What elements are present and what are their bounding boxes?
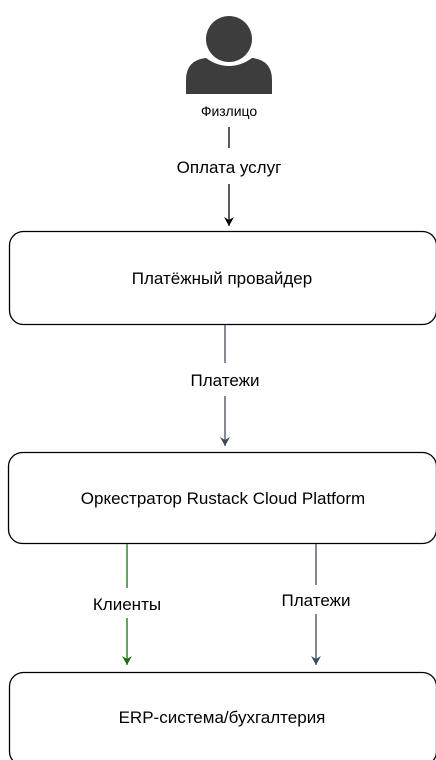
- node-orchestrator: [7, 451, 436, 545]
- edge-label-clients: Клиенты: [93, 595, 161, 614]
- node-label-erp: ERP-система/бухгалтерия: [119, 708, 326, 727]
- node-label-orchestrator: Оркестратор Rustack Cloud Platform: [81, 489, 365, 508]
- edge-label-payments-2: Платежи: [282, 591, 351, 610]
- edge-label-payments-1: Платежи: [191, 371, 260, 390]
- person-label: Физлицо: [201, 103, 258, 119]
- edge-label-payment-for-services: Оплата услуг: [177, 158, 282, 177]
- person-icon: [186, 16, 272, 94]
- node-payment-provider: [8, 230, 436, 326]
- node-label-payment-provider: Платёжный провайдер: [132, 269, 312, 288]
- node-erp: [8, 671, 436, 760]
